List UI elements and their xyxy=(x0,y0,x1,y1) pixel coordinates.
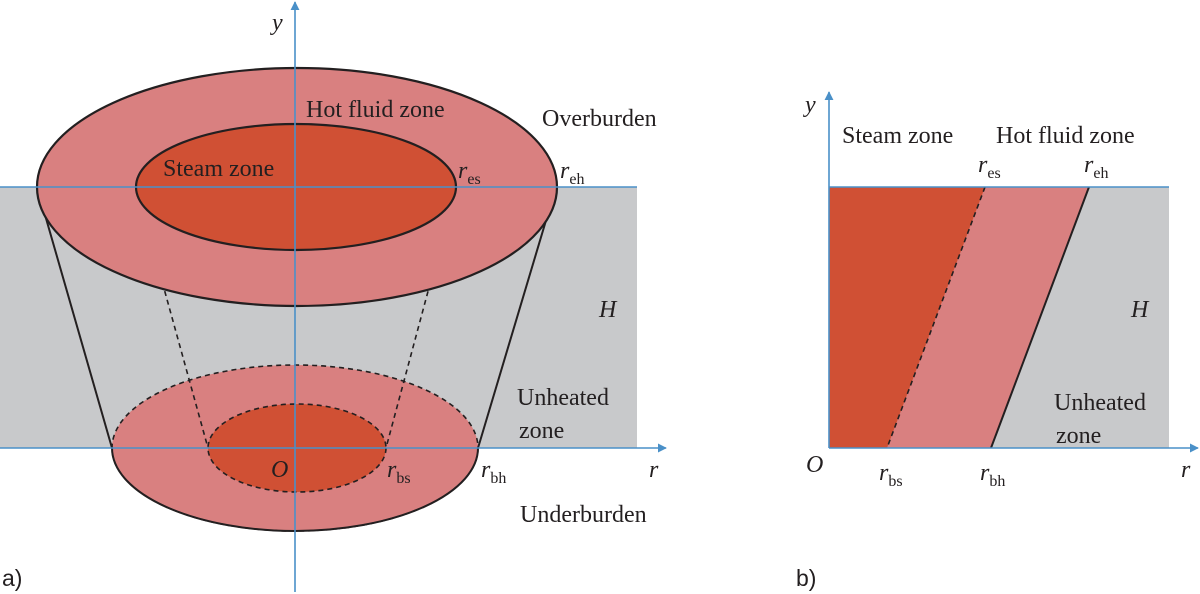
panel-label-b: b) xyxy=(796,565,816,591)
r-axis-label-a: r xyxy=(649,457,659,483)
r-es-label-b: res xyxy=(978,152,1001,182)
r-bh-label-b: rbh xyxy=(980,460,1005,490)
panel-b: y r O Steam zone Hot fluid zone Unheated… xyxy=(796,91,1199,591)
thickness-label-b: H xyxy=(1130,297,1150,323)
r-es-label-a: res xyxy=(458,158,481,188)
unheated-zone-label-b-2: zone xyxy=(1056,423,1101,449)
r-bh-label-a: rbh xyxy=(481,457,506,487)
underburden-label: Underburden xyxy=(520,502,647,528)
steam-region-b xyxy=(829,187,985,448)
r-bs-label-a: rbs xyxy=(387,457,411,487)
thickness-label-a: H xyxy=(598,297,618,323)
steam-zone-label-b: Steam zone xyxy=(842,123,953,149)
hot-fluid-zone-label-b: Hot fluid zone xyxy=(996,123,1135,149)
y-axis-label-a: y xyxy=(270,10,283,36)
steam-zone-label-a: Steam zone xyxy=(163,156,274,182)
hot-fluid-front-b xyxy=(990,186,1090,449)
unheated-zone-label-a-2: zone xyxy=(519,418,564,444)
outer-cone-left xyxy=(36,186,113,449)
r-eh-label-b: reh xyxy=(1084,152,1108,182)
outer-cone-right xyxy=(477,186,557,449)
origin-label-a: O xyxy=(271,457,288,483)
panel-label-a: a) xyxy=(2,565,22,591)
hot-fluid-zone-label-a: Hot fluid zone xyxy=(306,97,445,123)
overburden-label: Overburden xyxy=(542,106,657,132)
unheated-zone-label-b-1: Unheated xyxy=(1054,390,1146,416)
r-eh-label-a: reh xyxy=(560,158,584,188)
origin-label-b: O xyxy=(806,452,823,478)
unheated-zone-label-a-1: Unheated xyxy=(517,385,609,411)
y-axis-label-b: y xyxy=(803,92,816,118)
r-bs-label-b: rbs xyxy=(879,460,903,490)
r-axis-label-b: r xyxy=(1181,457,1191,483)
steam-front-b xyxy=(886,186,986,449)
panel-a: y r O Hot fluid zone Steam zone Overburd… xyxy=(0,1,667,592)
